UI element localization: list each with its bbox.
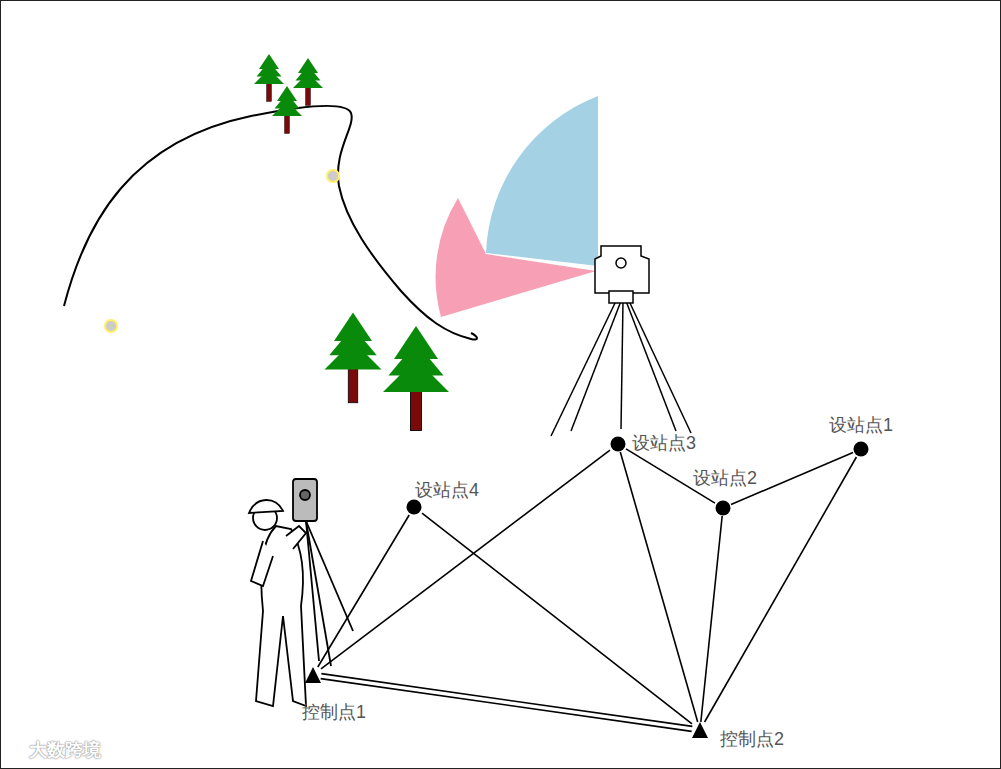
connector-line — [620, 452, 697, 722]
scan-point — [105, 320, 117, 332]
point-label: 控制点1 — [302, 701, 366, 723]
connector-line — [318, 515, 409, 667]
point-label: 设站点3 — [632, 432, 696, 454]
connector-line — [321, 679, 692, 732]
point-label: 设站点4 — [415, 479, 479, 501]
dot-marker — [715, 500, 731, 516]
connector-line — [705, 457, 857, 722]
laser-scanner — [551, 246, 691, 436]
dot-marker — [406, 499, 422, 515]
connector-line — [321, 450, 610, 669]
watermark: 大数跨境 — [29, 738, 101, 762]
point-label: 设站点1 — [829, 414, 893, 436]
scan-point — [327, 170, 339, 182]
triangle-marker — [305, 667, 321, 683]
trees — [254, 54, 449, 431]
dot-marker — [853, 441, 869, 457]
triangle-marker — [692, 722, 708, 738]
terrain-curve — [64, 106, 477, 340]
surveyor — [249, 479, 353, 706]
connector-line — [422, 513, 692, 724]
station-point: 设站点3 — [610, 436, 626, 452]
dot-marker — [610, 436, 626, 452]
point-label: 控制点2 — [720, 728, 784, 750]
station-point: 设站点2 — [715, 500, 731, 516]
control-point: 控制点1 — [305, 667, 321, 683]
scan-sector-blue — [486, 96, 598, 266]
connector-line — [701, 516, 722, 722]
station-point: 设站点4 — [406, 499, 422, 515]
point-label: 设站点2 — [693, 467, 757, 489]
station-point: 设站点1 — [853, 441, 869, 457]
control-point: 控制点2 — [692, 722, 708, 738]
